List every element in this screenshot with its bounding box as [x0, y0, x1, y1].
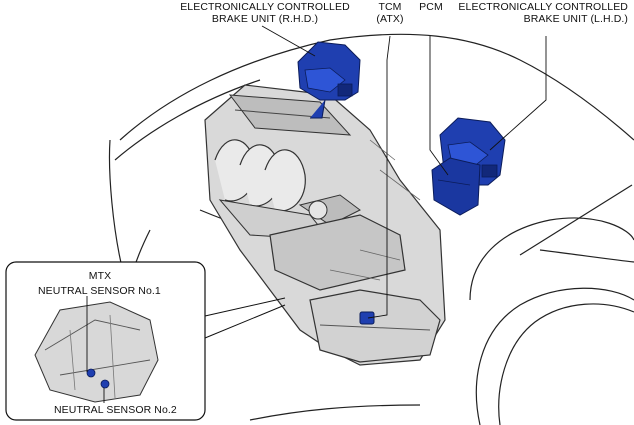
tcm-component: [359, 311, 375, 325]
brake-unit-rhd-label-line1: ELECTRONICALLY CONTROLLED: [180, 1, 350, 13]
mtx-inset-panel: [5, 261, 286, 421]
brake-unit-rhd-label-line2: BRAKE UNIT (R.H.D.): [211, 13, 319, 25]
engine-assembly: [204, 84, 446, 366]
brake-unit-lhd-label: ELECTRONICALLY CONTROLLED BRAKE UNIT (L.…: [458, 1, 628, 25]
neutral-sensor-1-label: NEUTRAL SENSOR No.1: [38, 285, 161, 297]
pcm-label-text: PCM: [419, 1, 443, 13]
mtx-label: MTX: [88, 270, 112, 282]
brake-unit-rhd-component: [297, 41, 361, 119]
brake-unit-lhd-label-line2: BRAKE UNIT (L.H.D.): [523, 13, 628, 25]
tcm-label-line2: (ATX): [376, 13, 404, 25]
brake-unit-lhd-label-line1: ELECTRONICALLY CONTROLLED: [458, 1, 628, 13]
tcm-label-line1: TCM: [378, 1, 402, 13]
brake-unit-rhd-label: ELECTRONICALLY CONTROLLED BRAKE UNIT (R.…: [180, 1, 350, 25]
leader-lines: [261, 25, 547, 319]
tcm-label: TCM (ATX): [372, 1, 408, 25]
pcm-component: [431, 157, 481, 216]
neutral-sensor-2-label: NEUTRAL SENSOR No.2: [54, 404, 177, 416]
pcm-label: PCM: [418, 1, 444, 13]
